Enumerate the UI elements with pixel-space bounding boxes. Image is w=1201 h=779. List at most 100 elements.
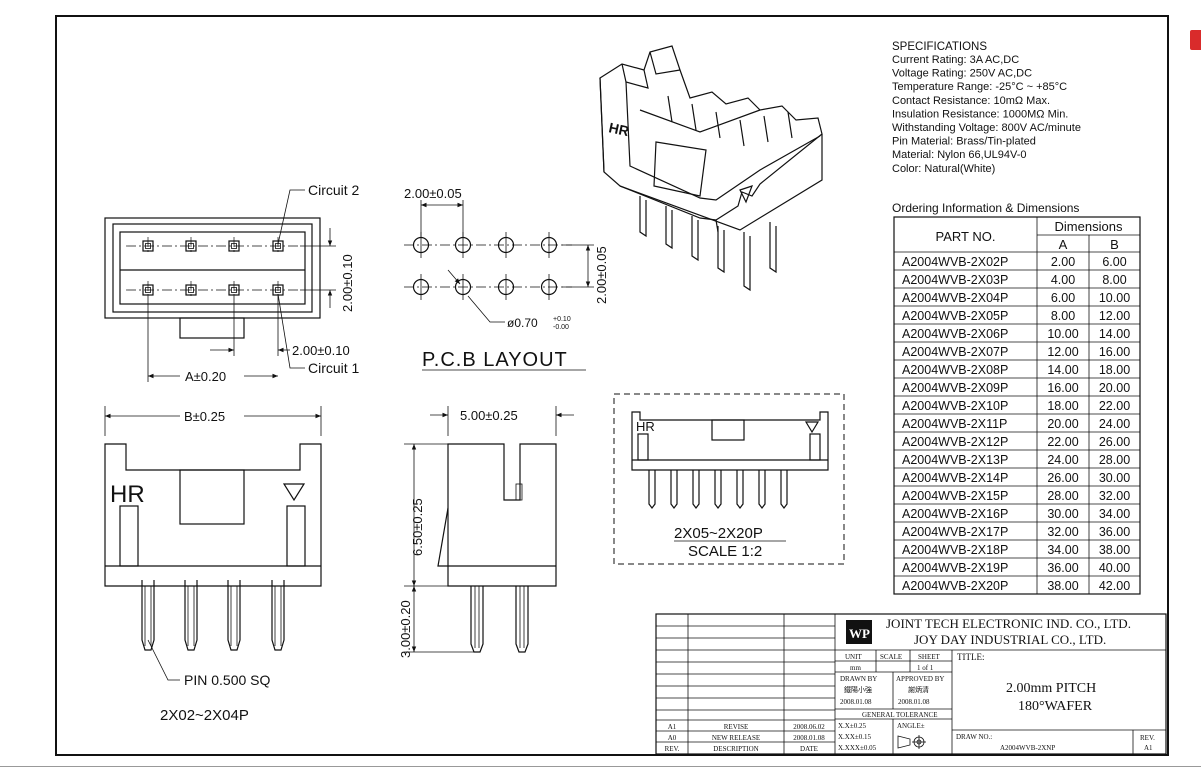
dim-b-cell: 40.00: [1099, 561, 1130, 575]
approved-by-name: 謝炳清: [908, 685, 929, 694]
specifications-block: SPECIFICATIONS Current Rating: 3A AC,DCV…: [892, 41, 1081, 175]
pcb-hole-tol-upper: +0.10: [553, 316, 571, 323]
scale-view-logo: HR: [636, 419, 655, 434]
dim-a-cell: 22.00: [1047, 435, 1078, 449]
tolerance-1: X.X±0.25: [838, 722, 866, 730]
front-range-label: 2X02~2X04P: [160, 707, 249, 724]
dim-b-cell: 42.00: [1099, 579, 1130, 593]
dim-a-cell: 4.00: [1051, 273, 1075, 287]
table-row: A2004WVB-2X07P 12.00 16.00: [902, 345, 1130, 359]
front-view: B±0.25 HR PIN 0.500 SQ 2X02~2X04P: [104, 406, 322, 724]
part-number-cell: A2004WVB-2X10P: [902, 399, 1008, 413]
revision-code: A1: [668, 723, 677, 731]
part-number-cell: A2004WVB-2X08P: [902, 363, 1008, 377]
revision-code: A0: [668, 734, 677, 742]
rev-column-header: REV.: [665, 745, 680, 753]
dim-b-cell: 12.00: [1099, 309, 1130, 323]
part-number-cell: A2004WVB-2X16P: [902, 507, 1008, 521]
table-row: A2004WVB-2X09P 16.00 20.00: [902, 381, 1130, 395]
revision-description: REVISE: [724, 723, 749, 731]
dim-a-cell: 10.00: [1047, 327, 1078, 341]
drawing-title-2: 180°WAFER: [1018, 699, 1093, 714]
scale-view-pin: [714, 470, 722, 509]
side-pin-length-dim: 3.00±0.20: [398, 600, 413, 658]
spec-line: Temperature Range: -25°C ~ +85°C: [892, 81, 1067, 93]
part-number-cell: A2004WVB-2X07P: [902, 345, 1008, 359]
circuit1-label: Circuit 1: [308, 360, 360, 376]
circuit2-label: Circuit 2: [308, 182, 360, 198]
dim-a-cell: 14.00: [1047, 363, 1078, 377]
dim-b-cell: 16.00: [1099, 345, 1130, 359]
draw-no-value: A2004WVB-2XNP: [1000, 744, 1055, 752]
unit-value: mm: [850, 664, 861, 672]
dim-a: A±0.20: [185, 369, 226, 384]
dim-b-cell: 28.00: [1099, 453, 1130, 467]
part-number-cell: A2004WVB-2X13P: [902, 453, 1008, 467]
spec-line: Contact Resistance: 10mΩ Max.: [892, 95, 1050, 107]
dim-a-cell: 18.00: [1047, 399, 1078, 413]
scale-view-pin: [648, 470, 656, 509]
isometric-view: HR: [599, 45, 823, 292]
company-name-1: JOINT TECH ELECTRONIC IND. CO., LTD.: [886, 616, 1131, 631]
rev-label: REV.: [1140, 734, 1155, 742]
col-pitch-dim: 2.00±0.10: [292, 343, 350, 358]
page-bottom-rule: [0, 766, 1201, 767]
pin-size-label: PIN 0.500 SQ: [184, 672, 270, 688]
sheet-label: SHEET: [918, 653, 941, 661]
side-view: 5.00±0.25 6.50±0.25 3.00±0.20: [398, 406, 574, 658]
dim-a-cell: 28.00: [1047, 489, 1078, 503]
corner-marker: [1190, 30, 1201, 50]
scale-label: SCALE: [880, 653, 902, 661]
description-column-header: DESCRIPTION: [713, 745, 759, 753]
part-number-cell: A2004WVB-2X11P: [902, 417, 1007, 431]
col-header-dimensions: Dimensions: [1055, 219, 1123, 234]
dim-b-cell: 6.00: [1102, 255, 1126, 269]
company-name-2: JOY DAY INDUSTRIAL CO., LTD.: [914, 632, 1106, 647]
draw-no-label: DRAW NO.:: [956, 733, 992, 741]
scale-view-scale: SCALE 1:2: [688, 543, 762, 560]
front-pin: [184, 580, 198, 651]
dim-b-cell: 20.00: [1099, 381, 1130, 395]
title-label: TITLE:: [957, 652, 985, 662]
revision-row: A0 NEW RELEASE 2008.01.08: [668, 734, 826, 742]
front-logo: HR: [110, 481, 145, 508]
part-number-cell: A2004WVB-2X06P: [902, 327, 1008, 341]
dim-a-cell: 12.00: [1047, 345, 1078, 359]
revision-date: 2008.01.08: [793, 734, 825, 742]
col-header-b: B: [1110, 237, 1119, 252]
side-height-dim: 6.50±0.25: [410, 498, 425, 556]
part-number-cell: A2004WVB-2X15P: [902, 489, 1008, 503]
revision-description: NEW RELEASE: [712, 734, 760, 742]
row-pitch-dim: 2.00±0.10: [340, 254, 355, 312]
drawing-frame: [55, 15, 1169, 756]
dim-a-cell: 16.00: [1047, 381, 1078, 395]
part-number-cell: A2004WVB-2X18P: [902, 543, 1008, 557]
iso-pins: [639, 196, 777, 292]
dim-b-cell: 8.00: [1102, 273, 1126, 287]
dim-a-cell: 34.00: [1047, 543, 1078, 557]
part-number-cell: A2004WVB-2X09P: [902, 381, 1008, 395]
spec-line: Color: Natural(White): [892, 163, 995, 175]
angle-label: ANGLE±: [897, 722, 925, 730]
col-header-a: A: [1059, 237, 1068, 252]
projection-symbol-icon: [897, 735, 926, 749]
dim-b: B±0.25: [184, 409, 225, 424]
drawn-by-name: 鐵陽小強: [844, 685, 872, 694]
scale-view-pin: [670, 470, 678, 509]
dim-a-cell: 8.00: [1051, 309, 1075, 323]
scale-view-range: 2X05~2X20P: [674, 525, 763, 542]
